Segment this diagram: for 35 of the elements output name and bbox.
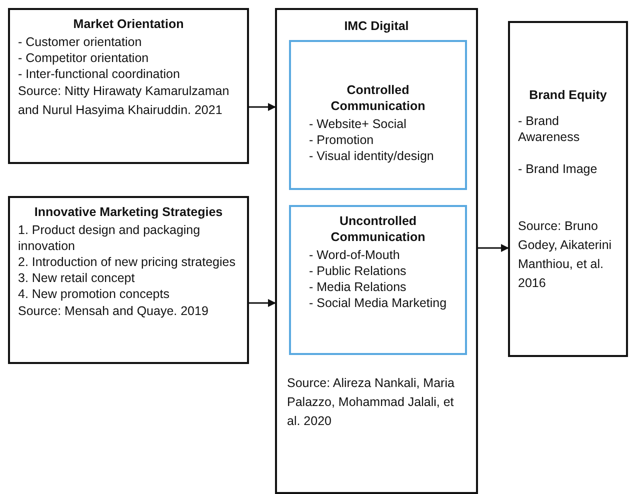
source-citation: Source: Bruno Godey, Aikaterini Manthiou, et al. 2016 [518,218,613,292]
list-item: - Visual identity/design [308,148,435,164]
box-heading: Uncontrolled Communication [330,213,426,245]
list-item: 1. Product design and packaging innovation [18,222,202,254]
list-item: - Media Relations [308,279,408,295]
list-item: - Promotion [308,132,375,148]
box-heading: Market Orientation [72,16,185,32]
list-item: - Brand Awareness [518,113,581,145]
list-item: 2. Introduction of new pricing strategies [18,254,236,270]
list-item: - Public Relations [308,263,408,279]
list-item: - Social Media Marketing [308,295,448,311]
list-item: 3. New retail concept [18,270,136,286]
source-citation: Source: Nitty Hirawaty Kamarulzaman and Nurul Hasyima Khairuddin. 2021 [18,83,230,119]
list-item: - Brand Image [518,161,598,177]
list-item: - Competitor orientation [18,50,150,66]
inner-group-box [289,205,467,355]
list-item: - Customer orientation [18,34,143,50]
list-item: - Inter-functional coordination [18,66,181,82]
arrow [478,244,509,252]
arrow [249,299,276,307]
inner-group-box [289,40,467,190]
concept-box [508,21,628,357]
list-item: - Website+ Social [308,116,408,132]
list-item: 4. New promotion concepts [18,286,170,302]
list-item: - Word-of-Mouth [308,247,401,263]
concept-box [8,8,249,164]
box-heading: Innovative Marketing Strategies [33,204,224,220]
source-citation: Source: Mensah and Quaye. 2019 [18,303,210,320]
box-heading: IMC Digital [343,18,410,34]
concept-box [275,8,478,494]
source-citation: Source: Alireza Nankali, Maria Palazzo, Mohammad Jalali, et al. 2020 [287,375,456,430]
concept-box [8,196,249,364]
arrow [249,103,276,111]
box-heading: Controlled Communication [330,82,426,114]
box-heading: Brand Equity [528,87,608,103]
